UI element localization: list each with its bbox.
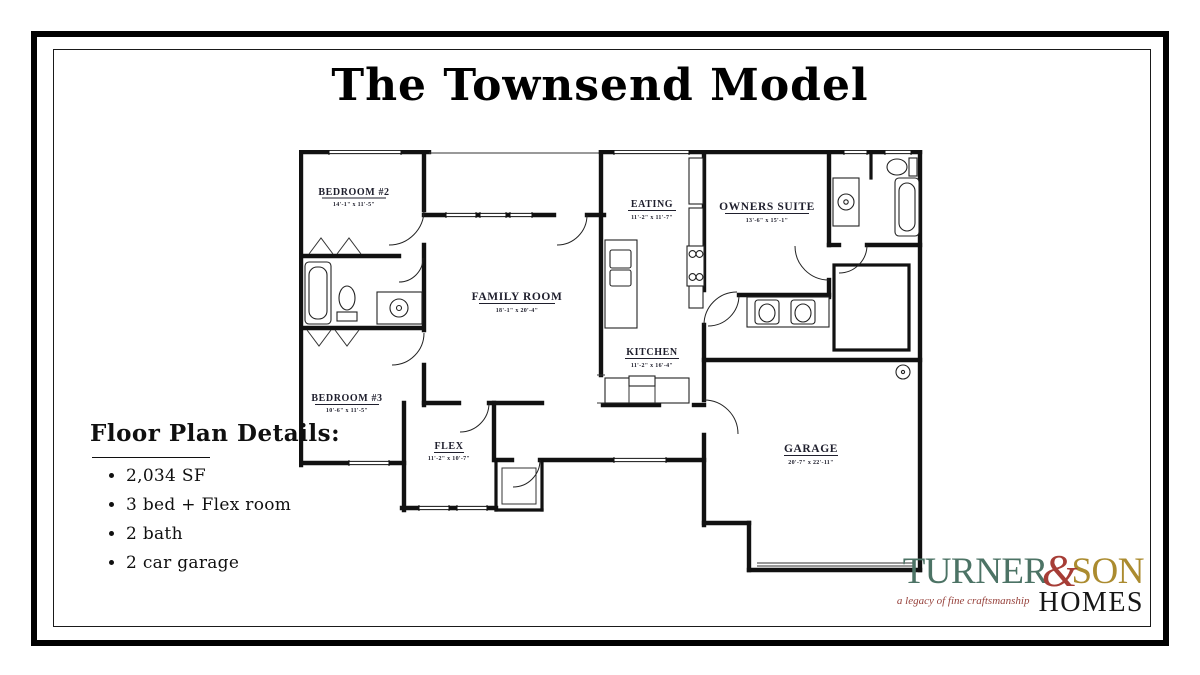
logo-turner-text: TURNER [902,551,1049,592]
floor-plan-details: Floor Plan Details: 2,034 SF 3 bed + Fle… [90,420,340,582]
walls [299,150,923,573]
room-label-kitchen: KITCHEN 11'-2" x 16'-4" [625,347,679,369]
svg-text:GARAGE: GARAGE [784,443,838,455]
svg-text:BEDROOM #2: BEDROOM #2 [318,187,389,198]
svg-text:FLEX: FLEX [434,441,463,452]
fixtures [304,157,920,404]
room-label-eating: EATING 11'-2" x 11'-7" [628,199,676,221]
svg-text:FAMILY ROOM: FAMILY ROOM [472,291,563,303]
svg-text:EATING: EATING [631,199,673,210]
inner-frame [53,49,1151,627]
svg-text:13'-6" x 15'-1": 13'-6" x 15'-1" [746,218,789,224]
room-label-owners: OWNERS SUITE 13'-6" x 15'-1" [719,201,815,224]
outer-frame [31,31,1169,646]
room-label-family: FAMILY ROOM 18'-1" x 20'-4" [472,291,563,314]
svg-text:OWNERS SUITE: OWNERS SUITE [719,201,815,213]
svg-text:10'-6" x 11'-5": 10'-6" x 11'-5" [326,408,368,414]
builder-logo: TURNER&SON a legacy of fine craftsmanshi… [897,545,1145,617]
floor-plan: BEDROOM #2 14'-1" x 11'-5" FAMILY ROOM 1… [299,150,923,573]
room-label-bedroom3: BEDROOM #3 10'-6" x 11'-5" [311,393,382,414]
svg-text:11'-2" x 11'-7": 11'-2" x 11'-7" [631,215,673,221]
detail-item-garage: 2 car garage [126,553,340,573]
svg-text:18'-1" x 20'-4": 18'-1" x 20'-4" [496,308,539,314]
logo-homes-text: HOMES [1038,587,1144,618]
detail-item-beds: 3 bed + Flex room [126,495,340,515]
doors [306,209,868,488]
logo-son-text: SON [1071,551,1144,592]
detail-item-sqft: 2,034 SF [126,466,340,486]
svg-text:14'-1" x 11'-5": 14'-1" x 11'-5" [333,202,375,208]
room-labels: BEDROOM #2 14'-1" x 11'-5" FAMILY ROOM 1… [311,187,838,466]
logo-tagline: a legacy of fine craftsmanship [896,595,1030,607]
svg-text:KITCHEN: KITCHEN [626,347,678,358]
windows [328,150,912,511]
details-underline [92,457,210,458]
svg-text:11'-2" x 16'-4": 11'-2" x 16'-4" [631,363,673,369]
logo-ampersand: & [1041,545,1078,596]
svg-text:20'-7" x 22'-11": 20'-7" x 22'-11" [788,460,833,466]
details-list: 2,034 SF 3 bed + Flex room 2 bath 2 car … [90,466,340,573]
plan-title: The Townsend Model [331,60,869,111]
room-label-flex: FLEX 11'-2" x 10'-7" [428,441,470,462]
room-label-bedroom2: BEDROOM #2 14'-1" x 11'-5" [318,187,389,208]
svg-text:BEDROOM #3: BEDROOM #3 [311,393,382,404]
svg-text:11'-2" x 10'-7": 11'-2" x 10'-7" [428,456,470,462]
room-label-garage: GARAGE 20'-7" x 22'-11" [784,443,838,466]
logo-subline: a legacy of fine craftsmanship HOMES [897,589,1144,617]
logo-wordmark: TURNER&SON [897,545,1145,594]
detail-item-baths: 2 bath [126,524,340,544]
details-heading: Floor Plan Details: [90,420,341,447]
